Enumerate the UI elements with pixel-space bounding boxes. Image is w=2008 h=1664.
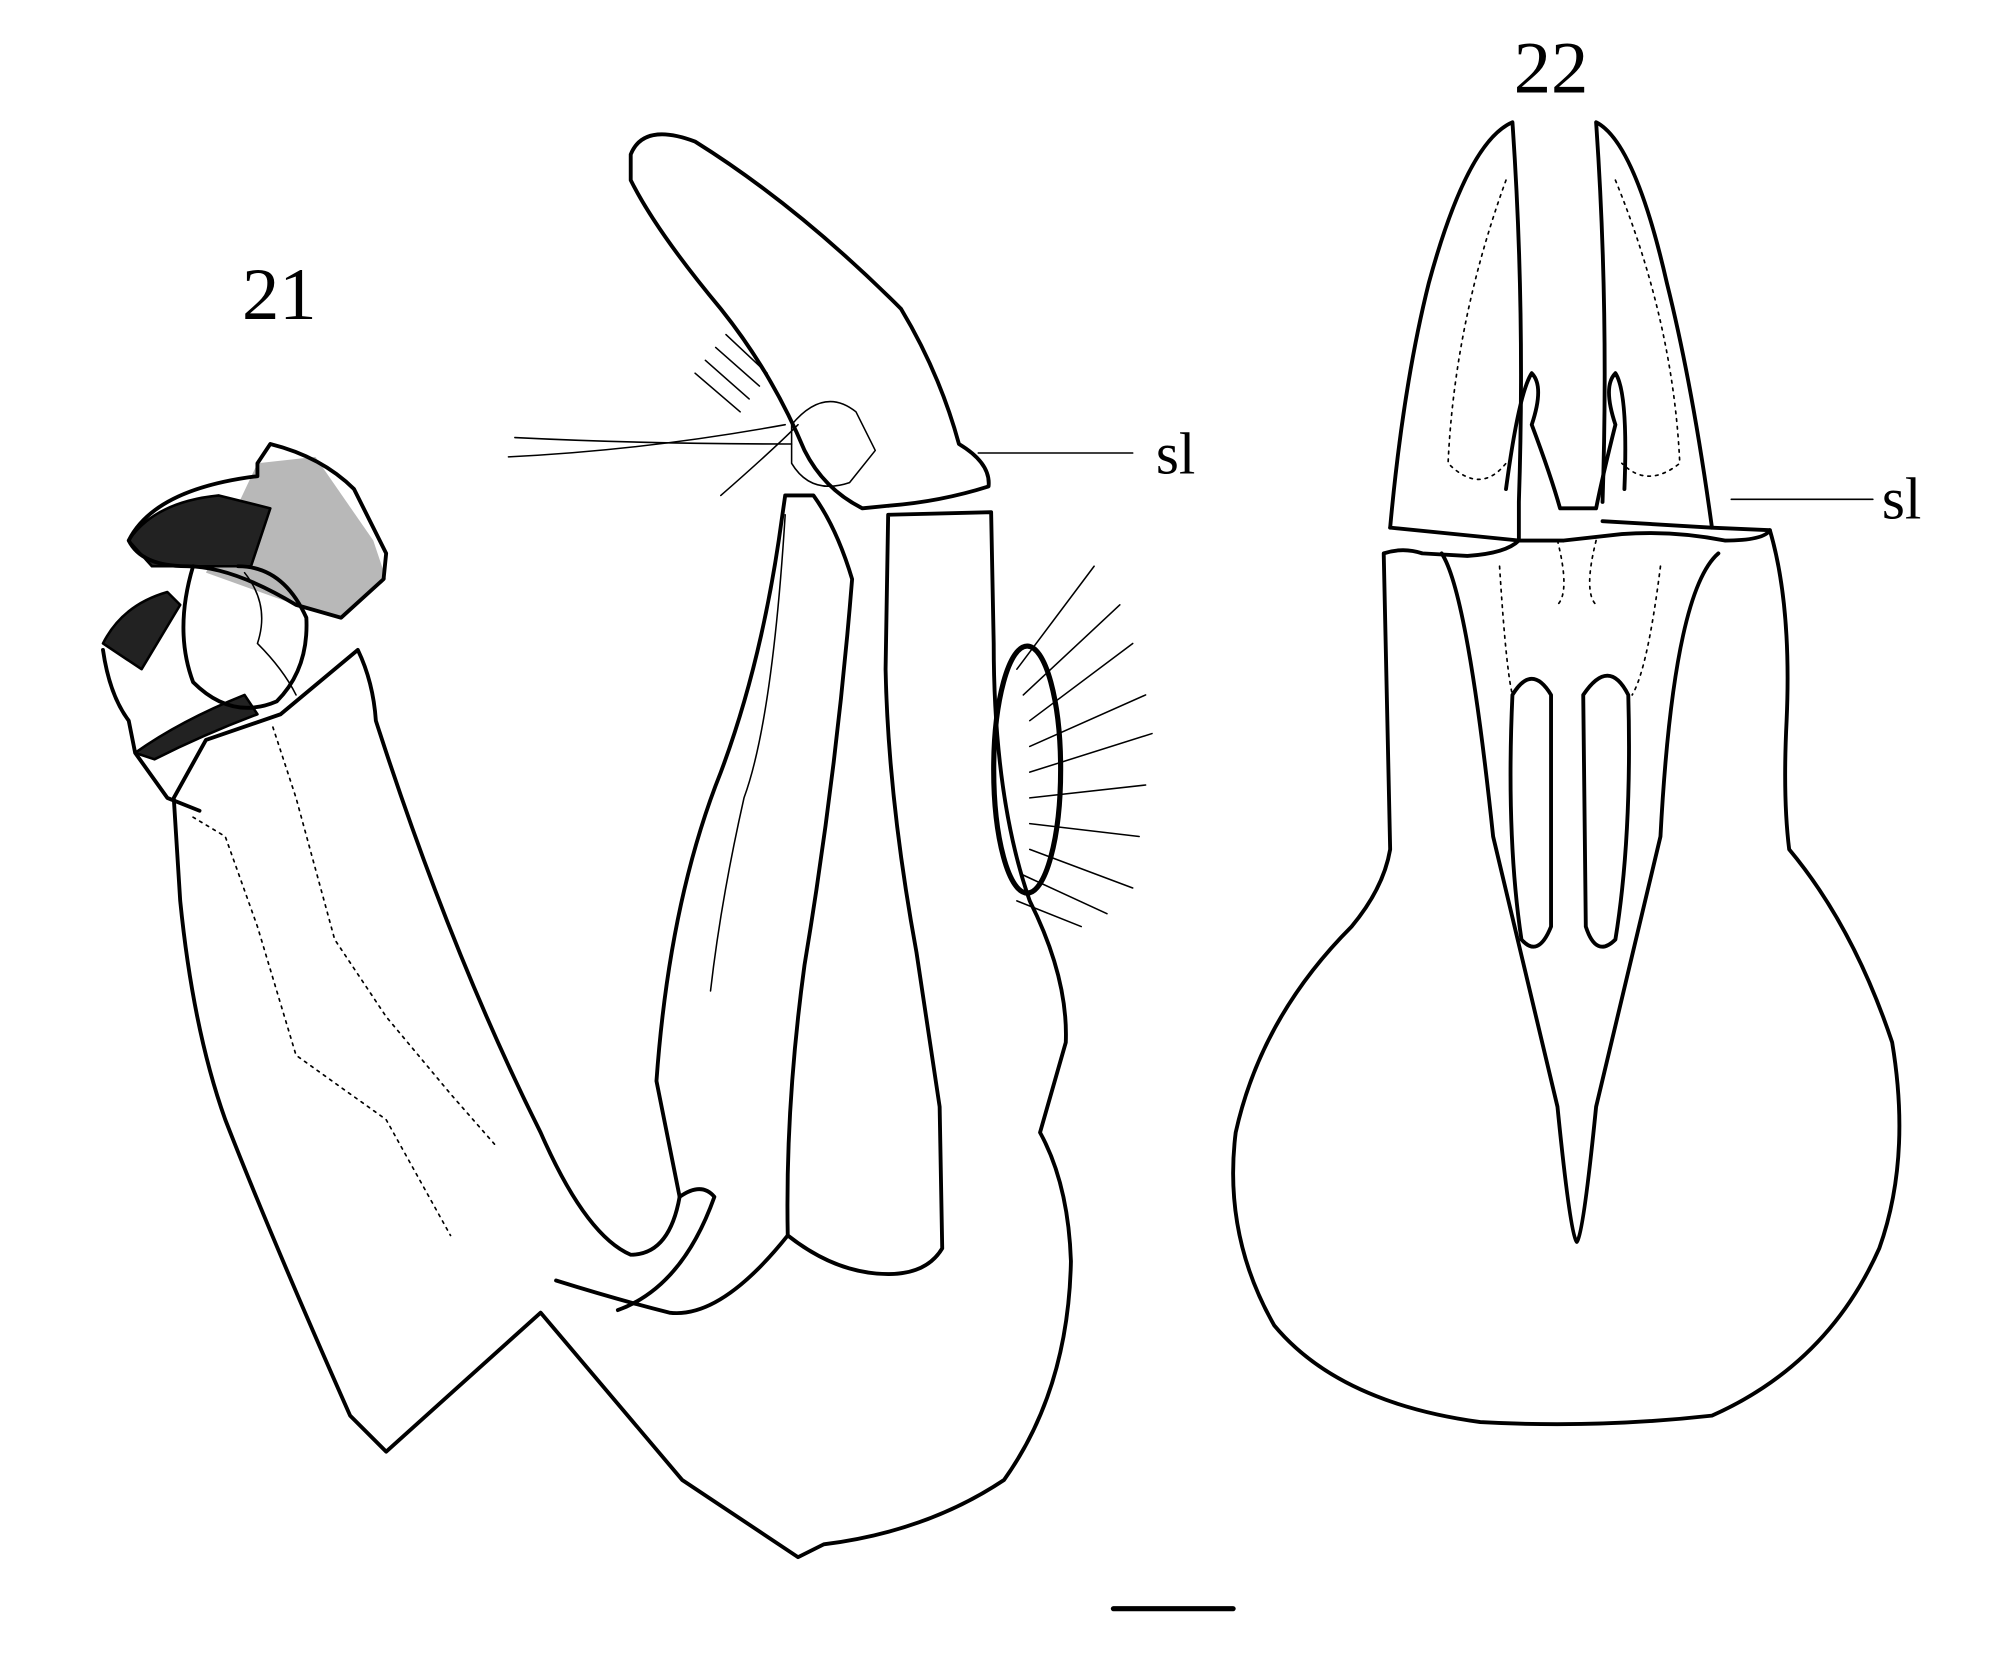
figure-21-upper-lobe (628, 132, 991, 511)
figure-21-sl-label: sl (1156, 421, 1195, 487)
figure-21-internal-line-2 (272, 726, 497, 1147)
figure-22-median-lobes (1504, 371, 1628, 511)
figure-22-sl-label: sl (1882, 466, 1921, 532)
figure-22-left-paramere (1388, 120, 1523, 543)
figure-21-lobe-inner-outline (790, 400, 877, 487)
figure-22-right-window (1581, 673, 1631, 949)
figure-22-left-window (1508, 676, 1553, 949)
figure-22-body-outline (1231, 528, 1902, 1427)
figure-21-body-outline (171, 493, 1073, 1560)
figure-22-ventral-view: 22 sl (1231, 27, 1921, 1427)
figure-21-pad-setae (1016, 565, 1153, 928)
figure-22-left-inner-line (1447, 179, 1507, 481)
figure-21-setose-pad (991, 643, 1064, 896)
figure-22-right-inner-line (1614, 179, 1681, 477)
figure-21-sclerotized-apex (101, 442, 389, 813)
figure-22-right-paramere (1594, 120, 1714, 530)
figure-21-paramere-line (709, 513, 786, 992)
figure-22-number: 22 (1514, 27, 1589, 110)
figure-21-joint (615, 1187, 717, 1313)
figure-22-aedeagus (1439, 551, 1721, 1244)
figure-21-inner-edge (554, 1233, 790, 1316)
figure-22-internal-lines (1498, 539, 1662, 696)
figure-21-lateral-view: 21 sl (101, 132, 1195, 1560)
figure-22-paramere-base (1388, 519, 1772, 543)
figure-21-setae (507, 333, 799, 497)
figure-21-number: 21 (242, 253, 317, 336)
figure-21-internal-line (192, 816, 452, 1237)
